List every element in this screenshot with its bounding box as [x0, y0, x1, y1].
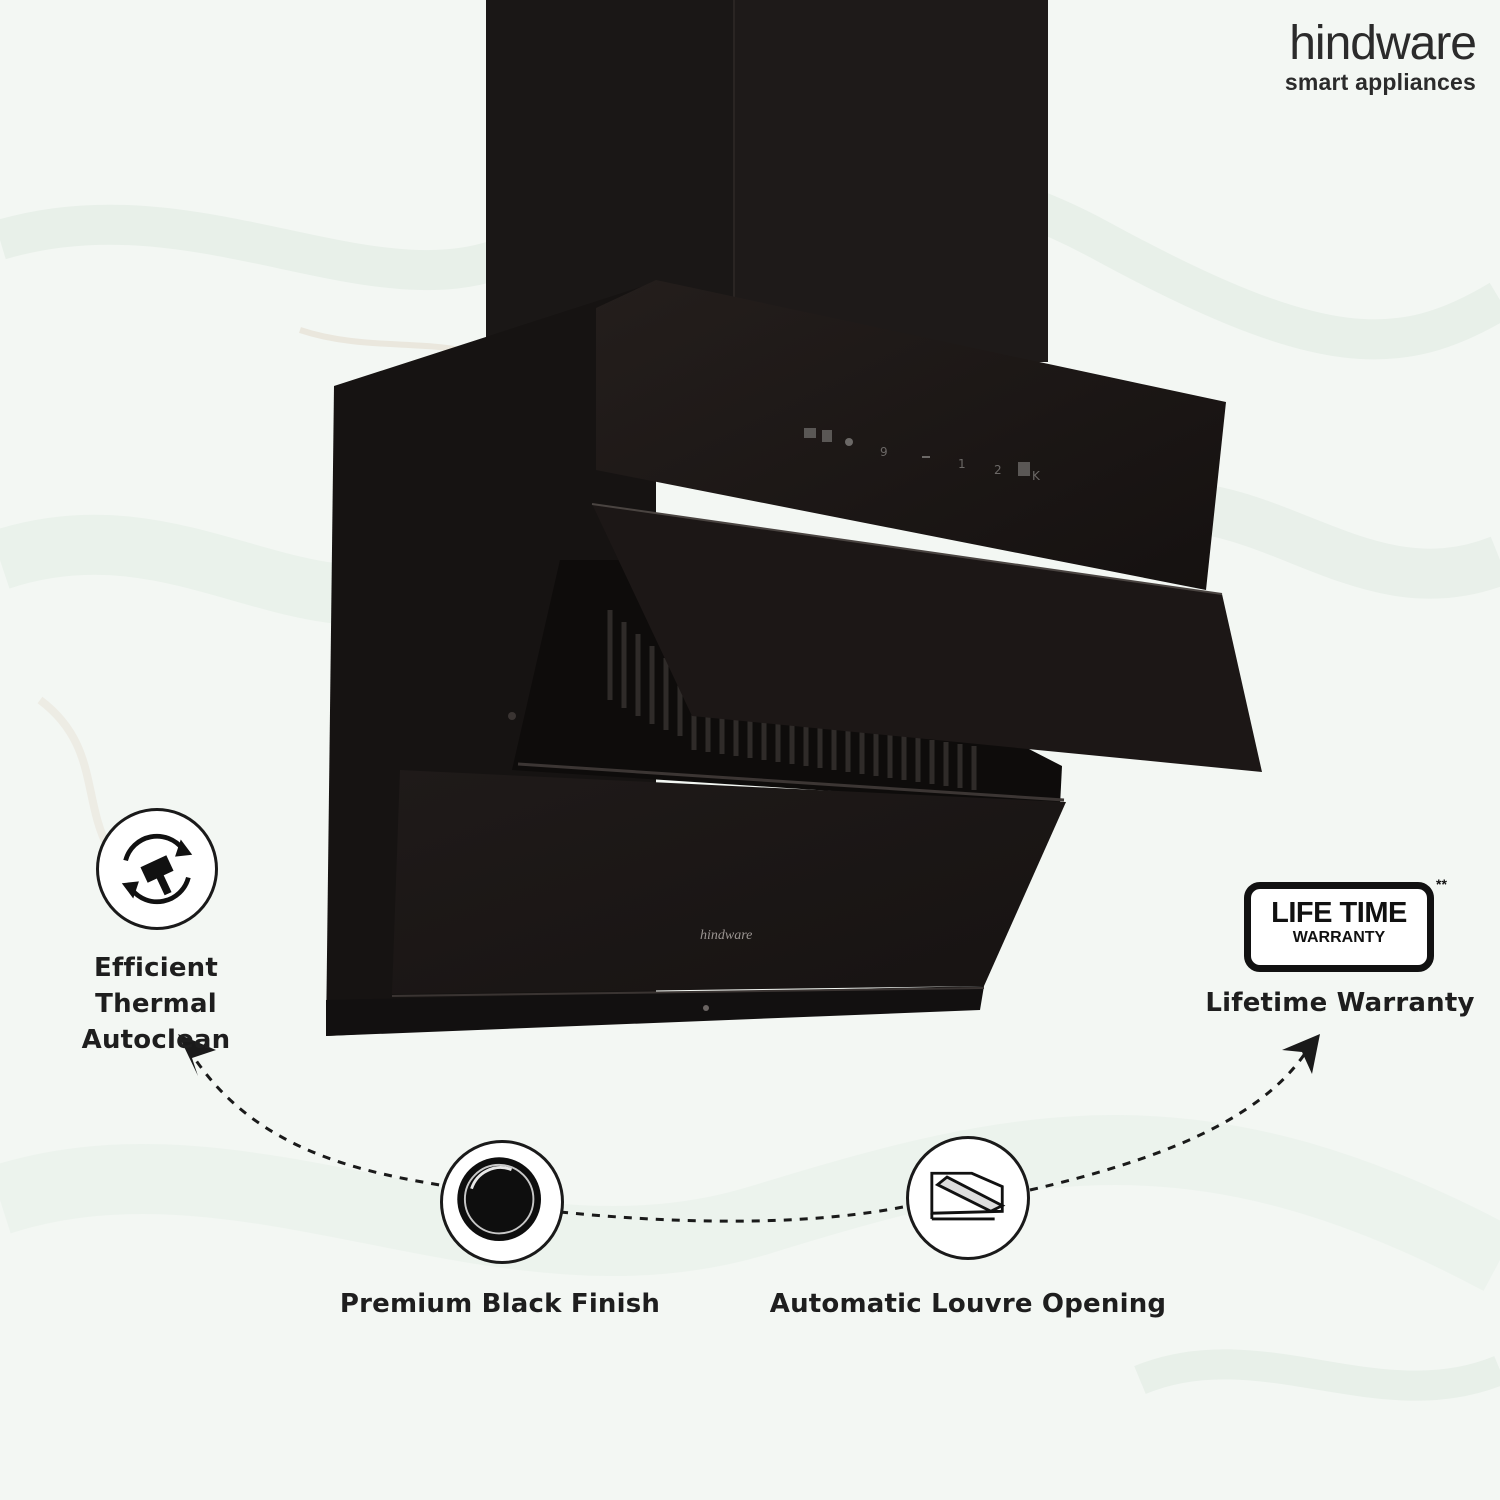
feature-label-lifetime-warranty: Lifetime Warranty — [1205, 988, 1475, 1018]
brand-tagline: smart appliances — [1284, 69, 1476, 95]
warranty-asterisks: ** — [1436, 876, 1447, 892]
feature-label-line2: Thermal Autoclean — [81, 989, 231, 1055]
brand-name: hindware — [1289, 17, 1477, 70]
svg-text:1: 1 — [958, 457, 966, 471]
open-louvre-panel — [592, 504, 1262, 772]
panel-logo: hindware — [700, 928, 760, 944]
svg-text:9: 9 — [880, 445, 888, 459]
lifetime-warranty-badge: LIFE TIME WARRANTY — [1244, 882, 1434, 972]
thermal-autoclean-icon — [96, 808, 218, 930]
chimney-column-right — [734, 0, 1048, 362]
touch-control-panel[interactable]: 9 1 2 K — [804, 428, 1041, 483]
feature-label-thermal-autoclean: Efficient Thermal Autoclean — [20, 950, 292, 1058]
warranty-badge-line2: WARRANTY — [1292, 929, 1386, 946]
svg-text:2: 2 — [994, 463, 1002, 477]
feature-label-automatic-louvre-opening: Automatic Louvre Opening — [769, 1289, 1167, 1319]
svg-text:K: K — [1032, 469, 1041, 483]
louvre-opening-icon — [906, 1136, 1030, 1260]
bottom-trim — [326, 986, 984, 1036]
arrow-head-left-icon — [178, 1034, 216, 1076]
warranty-badge-line1: LIFE TIME — [1271, 897, 1407, 929]
top-glass-panel — [596, 280, 1226, 590]
arrow-head-right-icon — [1282, 1034, 1320, 1074]
front-glass-panel — [392, 770, 1066, 994]
feature-label-premium-black-finish: Premium Black Finish — [339, 1289, 661, 1319]
feature-label-line1: Efficient — [94, 953, 218, 983]
brand-logo: hindware smart appliances — [1236, 17, 1477, 95]
black-finish-icon — [440, 1140, 564, 1264]
panel-logo-text: hindware — [700, 928, 753, 943]
